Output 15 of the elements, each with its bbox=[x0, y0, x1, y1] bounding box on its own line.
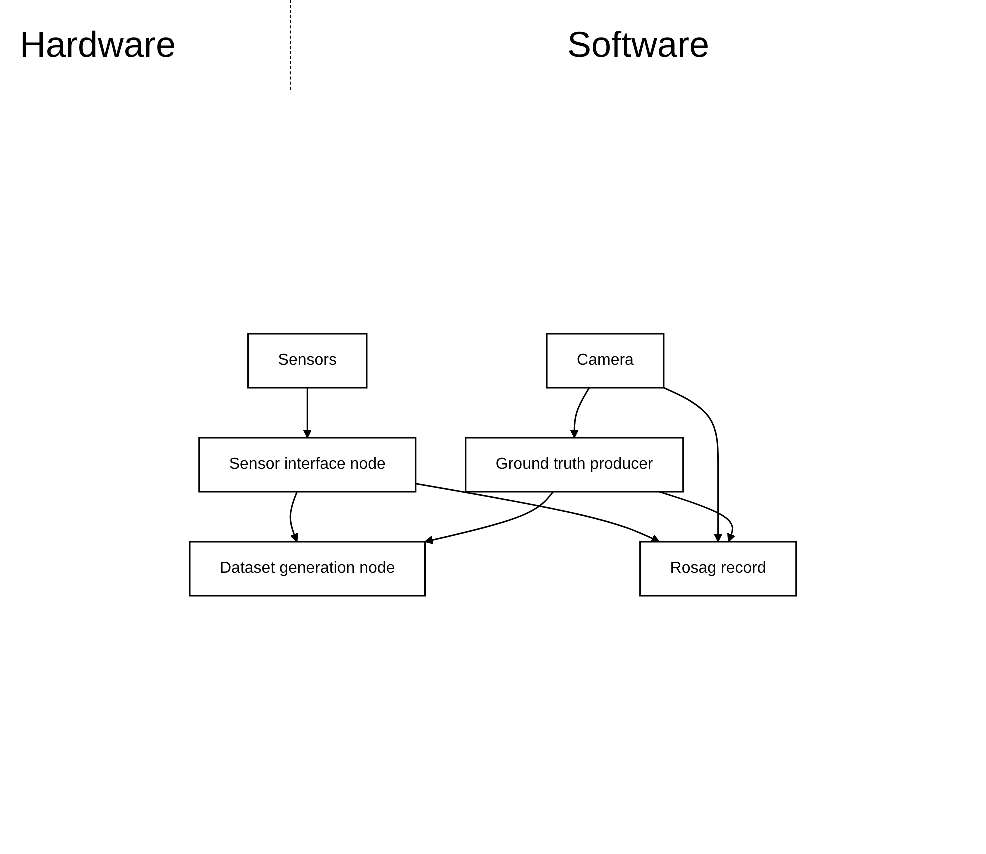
arrow bbox=[424, 492, 554, 544]
arrow bbox=[659, 491, 736, 542]
arrow bbox=[570, 388, 590, 438]
arrow bbox=[416, 483, 660, 543]
arrow bbox=[663, 387, 723, 542]
section-heading: Hardware bbox=[0, 0, 291, 90]
node-box: Camera bbox=[546, 333, 665, 389]
node-box: Ground truth producer bbox=[464, 437, 684, 493]
arrow bbox=[290, 492, 298, 542]
section-heading: Software bbox=[566, 24, 711, 66]
node-box: Sensor interface node bbox=[198, 437, 416, 493]
arrow bbox=[303, 388, 312, 438]
node-box: Dataset generation node bbox=[189, 541, 426, 597]
node-box: Rosag record bbox=[639, 541, 797, 597]
node-box: Sensors bbox=[247, 333, 368, 389]
